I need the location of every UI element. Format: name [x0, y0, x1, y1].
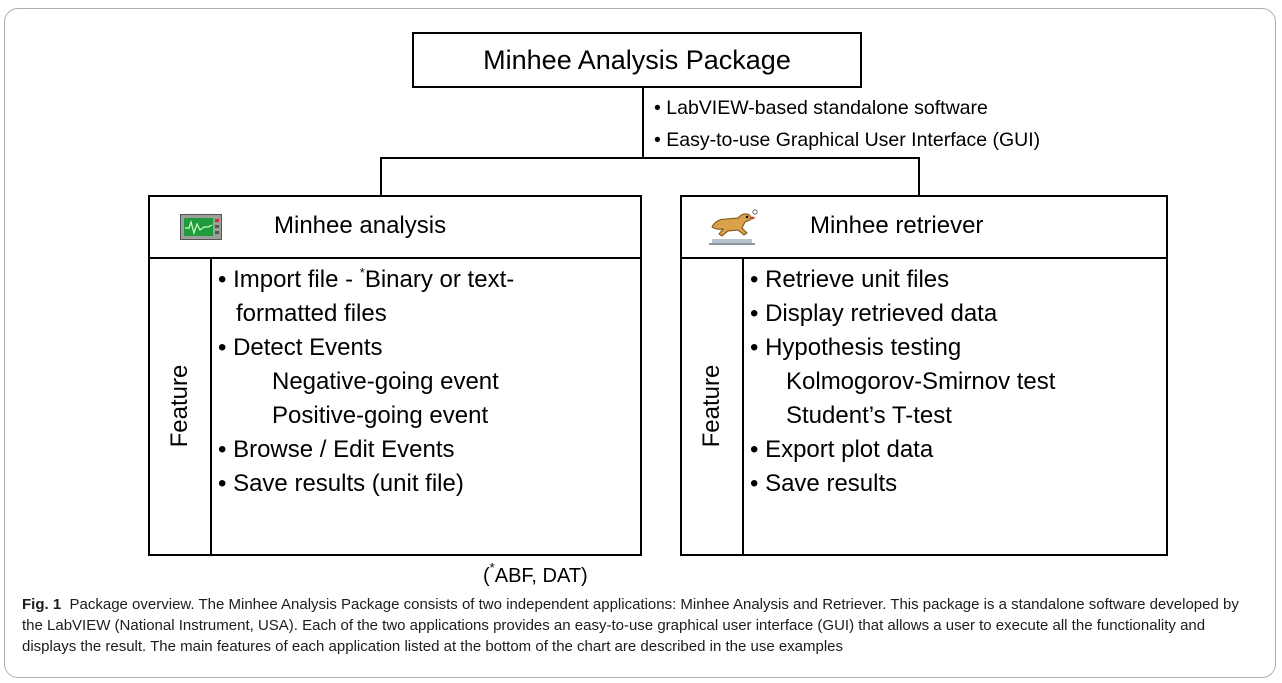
analysis-panel-header: Minhee analysis [150, 197, 640, 259]
package-bullet: • LabVIEW-based standalone software [654, 97, 988, 119]
list-item: • Import file - *Binary or text- [218, 265, 515, 293]
list-subitem: Student’s T-test [786, 402, 952, 429]
analysis-feature-column: Feature [150, 257, 212, 554]
figure-caption: Fig. 1 Package overview. The Minhee Anal… [22, 594, 1262, 657]
analysis-panel: Minhee analysis Feature • Import file - … [148, 195, 642, 556]
retriever-title: Minhee retriever [810, 212, 984, 239]
list-subitem: Kolmogorov-Smirnov test [786, 368, 1056, 395]
list-item: • Browse / Edit Events [218, 436, 455, 463]
retriever-dog-icon [706, 205, 758, 252]
list-item: • Hypothesis testing [750, 334, 962, 361]
retriever-panel-header: Minhee retriever [682, 197, 1166, 259]
caption-label: Fig. 1 [22, 596, 62, 613]
list-item: • Save results (unit file) [218, 470, 464, 497]
connector-vertical-main [642, 88, 644, 158]
list-item: • Export plot data [750, 436, 934, 463]
retriever-feature-label: Feature [698, 364, 725, 447]
analysis-title: Minhee analysis [274, 212, 447, 239]
footnote: (*ABF, DAT) [483, 560, 588, 587]
connector-right-drop [918, 157, 920, 197]
package-bullet: • Easy-to-use Graphical User Interface (… [654, 129, 1041, 151]
connector-horizontal [380, 157, 920, 159]
analysis-feature-list: • Import file - *Binary or text- formatt… [218, 263, 514, 501]
package-title-box: Minhee Analysis Package [412, 32, 862, 88]
retriever-panel: Minhee retriever Feature • Retrieve unit… [680, 195, 1168, 556]
list-subitem: Positive-going event [272, 402, 489, 429]
package-bullets: • LabVIEW-based standalone software • Ea… [654, 92, 1040, 156]
list-item: • Display retrieved data [750, 300, 998, 327]
analysis-feature-label: Feature [166, 364, 193, 447]
list-subitem: Negative-going event [272, 368, 499, 395]
list-item: • Retrieve unit files [750, 266, 950, 293]
package-title: Minhee Analysis Package [483, 44, 791, 75]
list-item: • Save results [750, 470, 898, 497]
retriever-feature-list: • Retrieve unit files • Display retrieve… [750, 263, 1055, 501]
list-item: • Detect Events [218, 334, 383, 361]
oscilloscope-icon [180, 214, 222, 245]
caption-text: Package overview. The Minhee Analysis Pa… [22, 596, 1239, 655]
figure-frame [4, 8, 1276, 678]
connector-left-drop [380, 157, 382, 197]
list-item-continued: formatted files [236, 300, 387, 327]
retriever-feature-column: Feature [682, 257, 744, 554]
